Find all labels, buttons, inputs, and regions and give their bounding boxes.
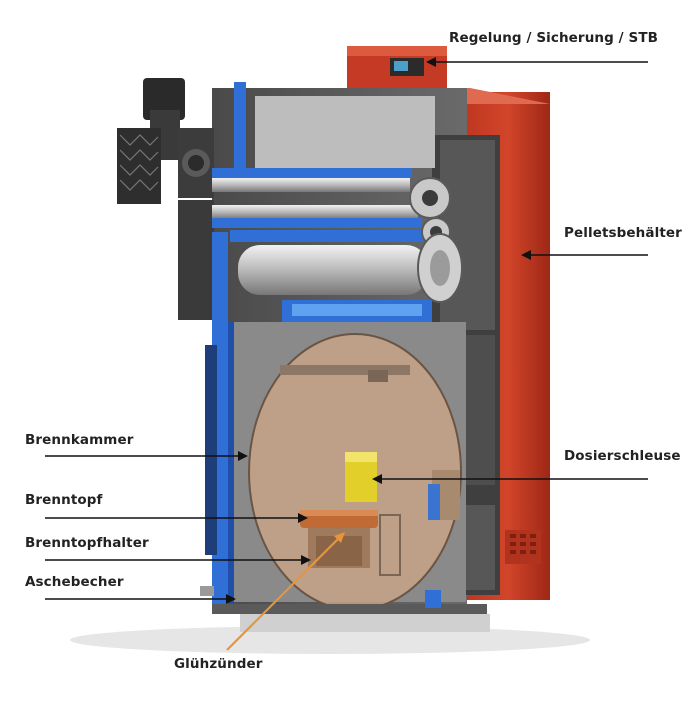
- label-aschebecher: Aschebecher: [25, 574, 124, 590]
- label-brenntopfhalter: Brenntopfhalter: [25, 535, 149, 551]
- boiler-base: [200, 586, 490, 632]
- arrowhead-pelletsbehaelter: [521, 250, 531, 260]
- arrowhead-gluehzuender: [334, 532, 345, 543]
- arrowhead-brenntopf: [298, 513, 308, 523]
- water-jacket: [205, 232, 234, 610]
- label-gluehzuender: Glühzünder: [174, 656, 263, 672]
- flue-pipe: [117, 78, 214, 204]
- leader-arrowheads: [226, 57, 531, 604]
- floor-shadow: [70, 626, 590, 654]
- leader-lines: [45, 61, 648, 600]
- burner-assembly: [280, 365, 460, 576]
- arrowhead-regelung: [426, 57, 436, 67]
- label-regelung: Regelung / Sicherung / STB: [449, 30, 659, 46]
- label-brennkammer: Brennkammer: [25, 432, 134, 448]
- arrowhead-dosierschleuse: [372, 474, 382, 484]
- arrowhead-brennkammer: [238, 451, 248, 461]
- label-pelletsbehaelter: Pelletsbehälter: [564, 225, 682, 241]
- label-brenntopf: Brenntopf: [25, 492, 103, 508]
- heat-exchanger: [212, 82, 463, 322]
- arrowhead-brenntopfhalter: [301, 555, 311, 565]
- left-flange: [178, 200, 214, 320]
- leader-line-gluehzuender: [226, 536, 341, 651]
- label-dosierschleuse: Dosierschleuse: [564, 448, 681, 464]
- arrowhead-aschebecher: [226, 594, 236, 604]
